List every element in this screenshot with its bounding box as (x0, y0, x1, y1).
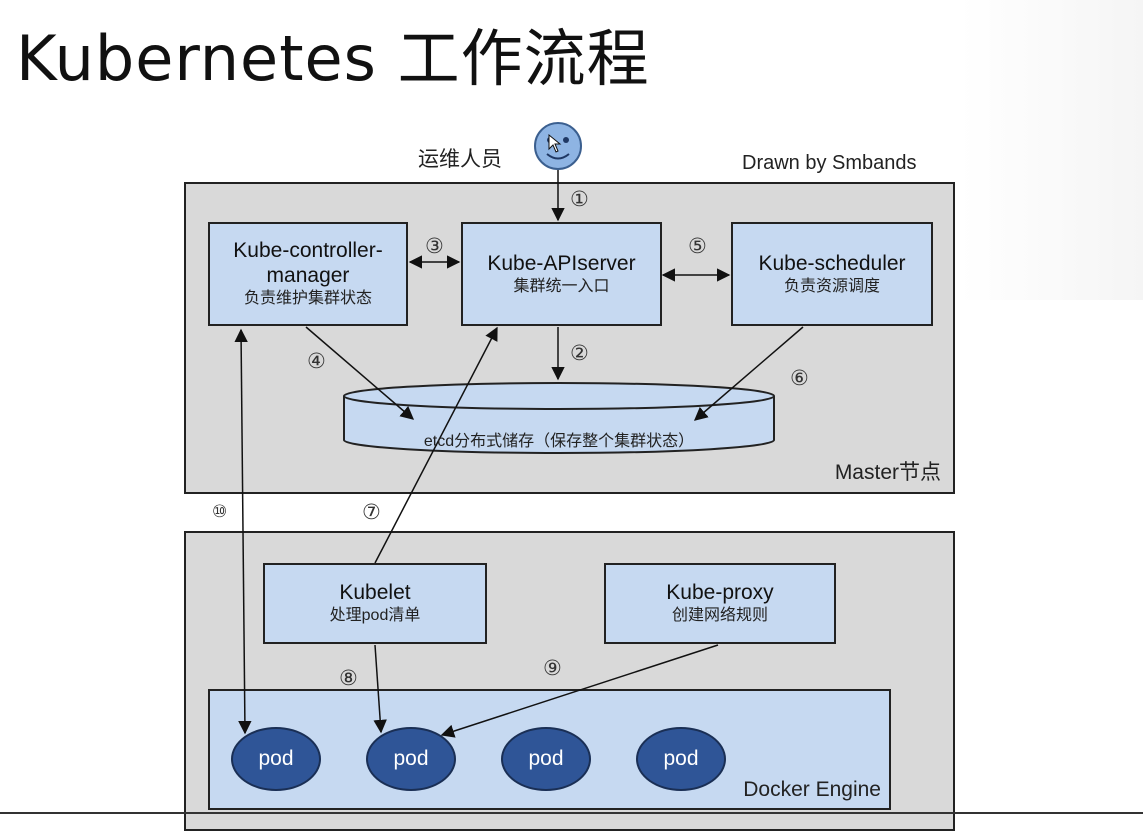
arrow-kubelet-pod (373, 644, 387, 734)
smiley-face-icon (534, 122, 582, 170)
step-10-label: ⑩ (212, 502, 228, 522)
step-8-label: ⑧ (339, 666, 358, 690)
kubelet-title: Kubelet (339, 581, 411, 604)
arrow-controller-pod (234, 328, 252, 735)
pod-1: pod (231, 727, 321, 791)
step-2-label: ② (570, 341, 589, 365)
step-7-label: ⑦ (362, 500, 381, 524)
kubelet-subtitle: 处理pod清单 (329, 607, 421, 624)
kube-proxy-box: Kube-proxy 创建网络规则 (604, 563, 836, 644)
controller-manager-title: Kube-controller-manager (233, 239, 383, 287)
scheduler-title: Kube-scheduler (758, 251, 906, 275)
pod-3: pod (501, 727, 591, 791)
etcd-cylinder (343, 382, 775, 454)
step-4-label: ④ (307, 349, 326, 373)
apiserver-box: Kube-APIserver 集群统一入口 (461, 222, 662, 326)
etcd-label: etcd分布式储存（保存整个集群状态） (423, 433, 695, 450)
credit-text: Drawn by Smbands (742, 152, 917, 174)
step-1-label: ① (570, 187, 589, 211)
scheduler-box: Kube-scheduler 负责资源调度 (731, 222, 933, 326)
kube-proxy-subtitle: 创建网络规则 (671, 607, 768, 624)
master-node-caption: Master节点 (834, 461, 941, 484)
arrow-scheduler-etcd (693, 326, 804, 421)
apiserver-subtitle: 集群统一入口 (513, 277, 610, 295)
kubelet-box: Kubelet 处理pod清单 (263, 563, 487, 644)
arrow-proxy-pod (440, 644, 719, 738)
background-fade (960, 0, 1143, 300)
arrow-kubelet-apiserver (374, 326, 498, 564)
scheduler-subtitle: 负责资源调度 (783, 277, 880, 295)
controller-manager-subtitle: 负责维护集群状态 (243, 290, 372, 307)
step-3-label: ③ (425, 234, 444, 258)
controller-manager-box: Kube-controller-manager 负责维护集群状态 (208, 222, 408, 326)
step-6-label: ⑥ (790, 366, 809, 390)
step-9-label: ⑨ (543, 656, 562, 680)
arrow-controller-etcd (305, 326, 415, 420)
step-5-label: ⑤ (688, 234, 707, 258)
apiserver-title: Kube-APIserver (487, 251, 636, 275)
kube-proxy-title: Kube-proxy (666, 581, 774, 604)
pod-4: pod (636, 727, 726, 791)
bottom-divider (0, 812, 1143, 814)
page-title: Kubernetes 工作流程 (16, 22, 650, 95)
diagram-overlay (234, 122, 804, 738)
docker-engine-caption: Docker Engine (743, 778, 881, 801)
pod-2: pod (366, 727, 456, 791)
mouse-cursor-icon (548, 133, 562, 153)
operator-label: 运维人员 (418, 148, 502, 171)
